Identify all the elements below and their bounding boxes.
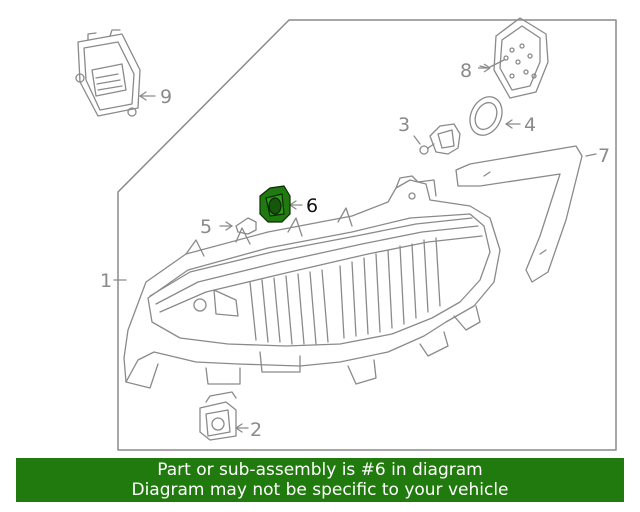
callout-5: 5 xyxy=(200,216,212,238)
callout-1: 1 xyxy=(100,270,112,292)
part-4-cap xyxy=(469,96,521,136)
callout-2: 2 xyxy=(250,419,262,441)
callout-3: 3 xyxy=(398,114,410,136)
callout-8: 8 xyxy=(460,60,472,82)
banner-line-1: Part or sub-assembly is #6 in diagram xyxy=(157,460,483,480)
part-9-driver-module xyxy=(75,29,156,117)
part-6-highlighted xyxy=(259,185,291,223)
part-7-trim-strip xyxy=(455,145,597,283)
part-1-headlamp-assembly xyxy=(113,175,501,389)
footer-banner: Part or sub-assembly is #6 in diagram Di… xyxy=(16,458,624,502)
part-2-connector xyxy=(199,391,249,441)
part-3-bulb-socket xyxy=(413,123,461,155)
callout-9: 9 xyxy=(160,86,172,108)
callout-4: 4 xyxy=(524,114,536,136)
diagram-panel-outline xyxy=(117,19,617,451)
callout-7: 7 xyxy=(598,145,610,167)
part-5-small-bulb xyxy=(219,217,257,235)
callout-6: 6 xyxy=(306,195,318,217)
part-8-module xyxy=(479,17,549,99)
parts-diagram: 1 2 3 4 5 6 7 8 9 xyxy=(75,17,617,451)
banner-line-2: Diagram may not be specific to your vehi… xyxy=(131,480,509,500)
